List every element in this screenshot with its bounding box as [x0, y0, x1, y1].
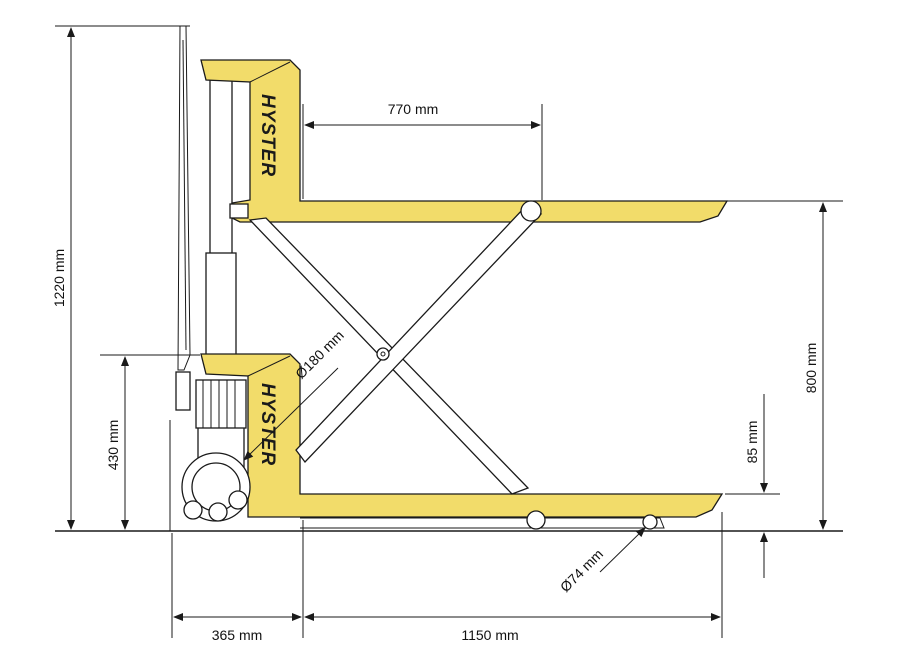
dim-85-label: 85 mm: [744, 421, 760, 464]
dim-430-label: 430 mm: [105, 420, 121, 471]
dim-1150-label: 1150 mm: [461, 627, 518, 643]
dim-74-label: Ø74 mm: [557, 546, 606, 595]
brand-label-upper: HYSTER: [257, 94, 278, 177]
dim-180-leader: [243, 367, 339, 461]
brand-label-lower: HYSTER: [257, 383, 278, 466]
steer-wheel-icon: [181, 452, 251, 522]
upper-fork-icon: [200, 59, 729, 223]
dim-770-label: 770 mm: [388, 101, 439, 117]
pump-unit-icon: [169, 371, 247, 531]
scissor-arms-icon: [248, 200, 543, 495]
dim-800-label: 800 mm: [803, 343, 819, 394]
lower-fork-icon: [200, 353, 724, 518]
load-roller-icon: [300, 510, 665, 530]
dim-74-leader: [599, 527, 646, 573]
dim-180-label: Ø180 mm: [292, 327, 347, 382]
handle-icon: [177, 25, 191, 371]
dim-365-label: 365 mm: [212, 627, 263, 643]
dim-1220-label: 1220 mm: [51, 249, 67, 307]
